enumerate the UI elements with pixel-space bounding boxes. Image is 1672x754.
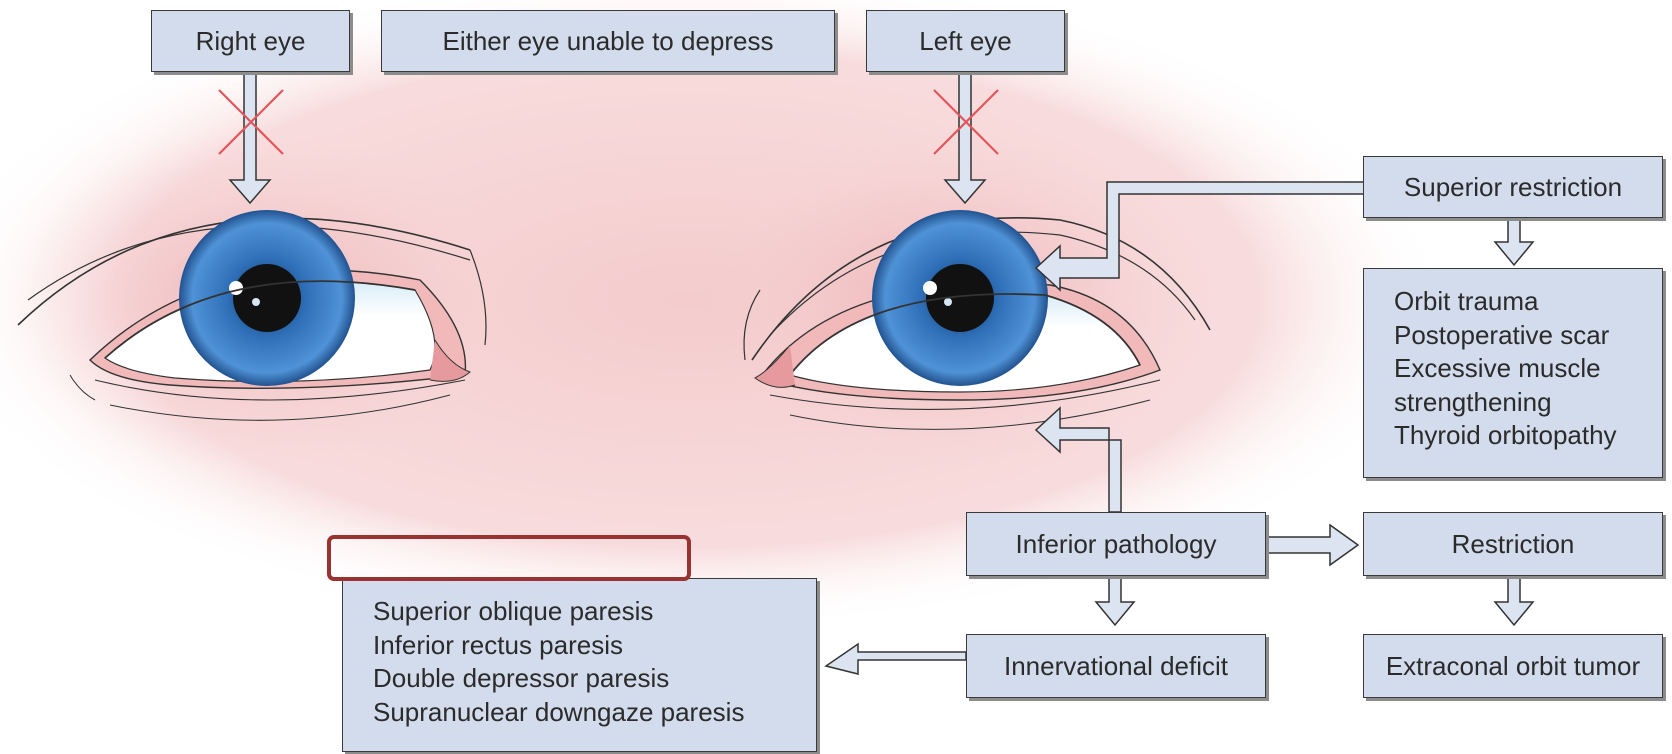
list-item: Supranuclear downgaze paresis xyxy=(373,696,816,730)
innervational-to-paresis-arrow-shape xyxy=(826,644,966,674)
superior-causes-box: Orbit trauma Postoperative scar Excessiv… xyxy=(1363,268,1663,478)
either-eye-box: Either eye unable to depress xyxy=(381,10,835,72)
inferior-to-innervational-arrow xyxy=(1096,576,1134,625)
innervational-deficit-box: Innervational deficit xyxy=(966,634,1266,698)
empty-highlight-box[interactable] xyxy=(327,535,691,581)
inferior-to-restriction-arrow xyxy=(1268,525,1358,565)
restriction-to-tumor-arrow xyxy=(1495,576,1533,625)
restriction-box: Restriction xyxy=(1363,512,1663,576)
superior-restriction-box: Superior restriction xyxy=(1363,156,1663,218)
list-item: Superior oblique paresis xyxy=(373,595,816,629)
list-item: Double depressor paresis xyxy=(373,662,816,696)
list-item: Postoperative scar xyxy=(1394,319,1662,353)
right-eye-box: Right eye xyxy=(151,10,350,72)
list-item: Excessive muscle xyxy=(1394,352,1662,386)
inferior-pathology-box: Inferior pathology xyxy=(966,512,1266,576)
list-item: Inferior rectus paresis xyxy=(373,629,816,663)
extraconal-tumor-box: Extraconal orbit tumor xyxy=(1363,634,1663,698)
list-item: strengthening xyxy=(1394,386,1662,420)
list-item: Orbit trauma xyxy=(1394,285,1662,319)
paresis-causes-box: Superior oblique paresis Inferior rectus… xyxy=(342,578,817,752)
left-eye-box: Left eye xyxy=(866,10,1065,72)
superior-to-causes-arrow xyxy=(1495,218,1533,265)
list-item: Thyroid orbitopathy xyxy=(1394,419,1662,453)
